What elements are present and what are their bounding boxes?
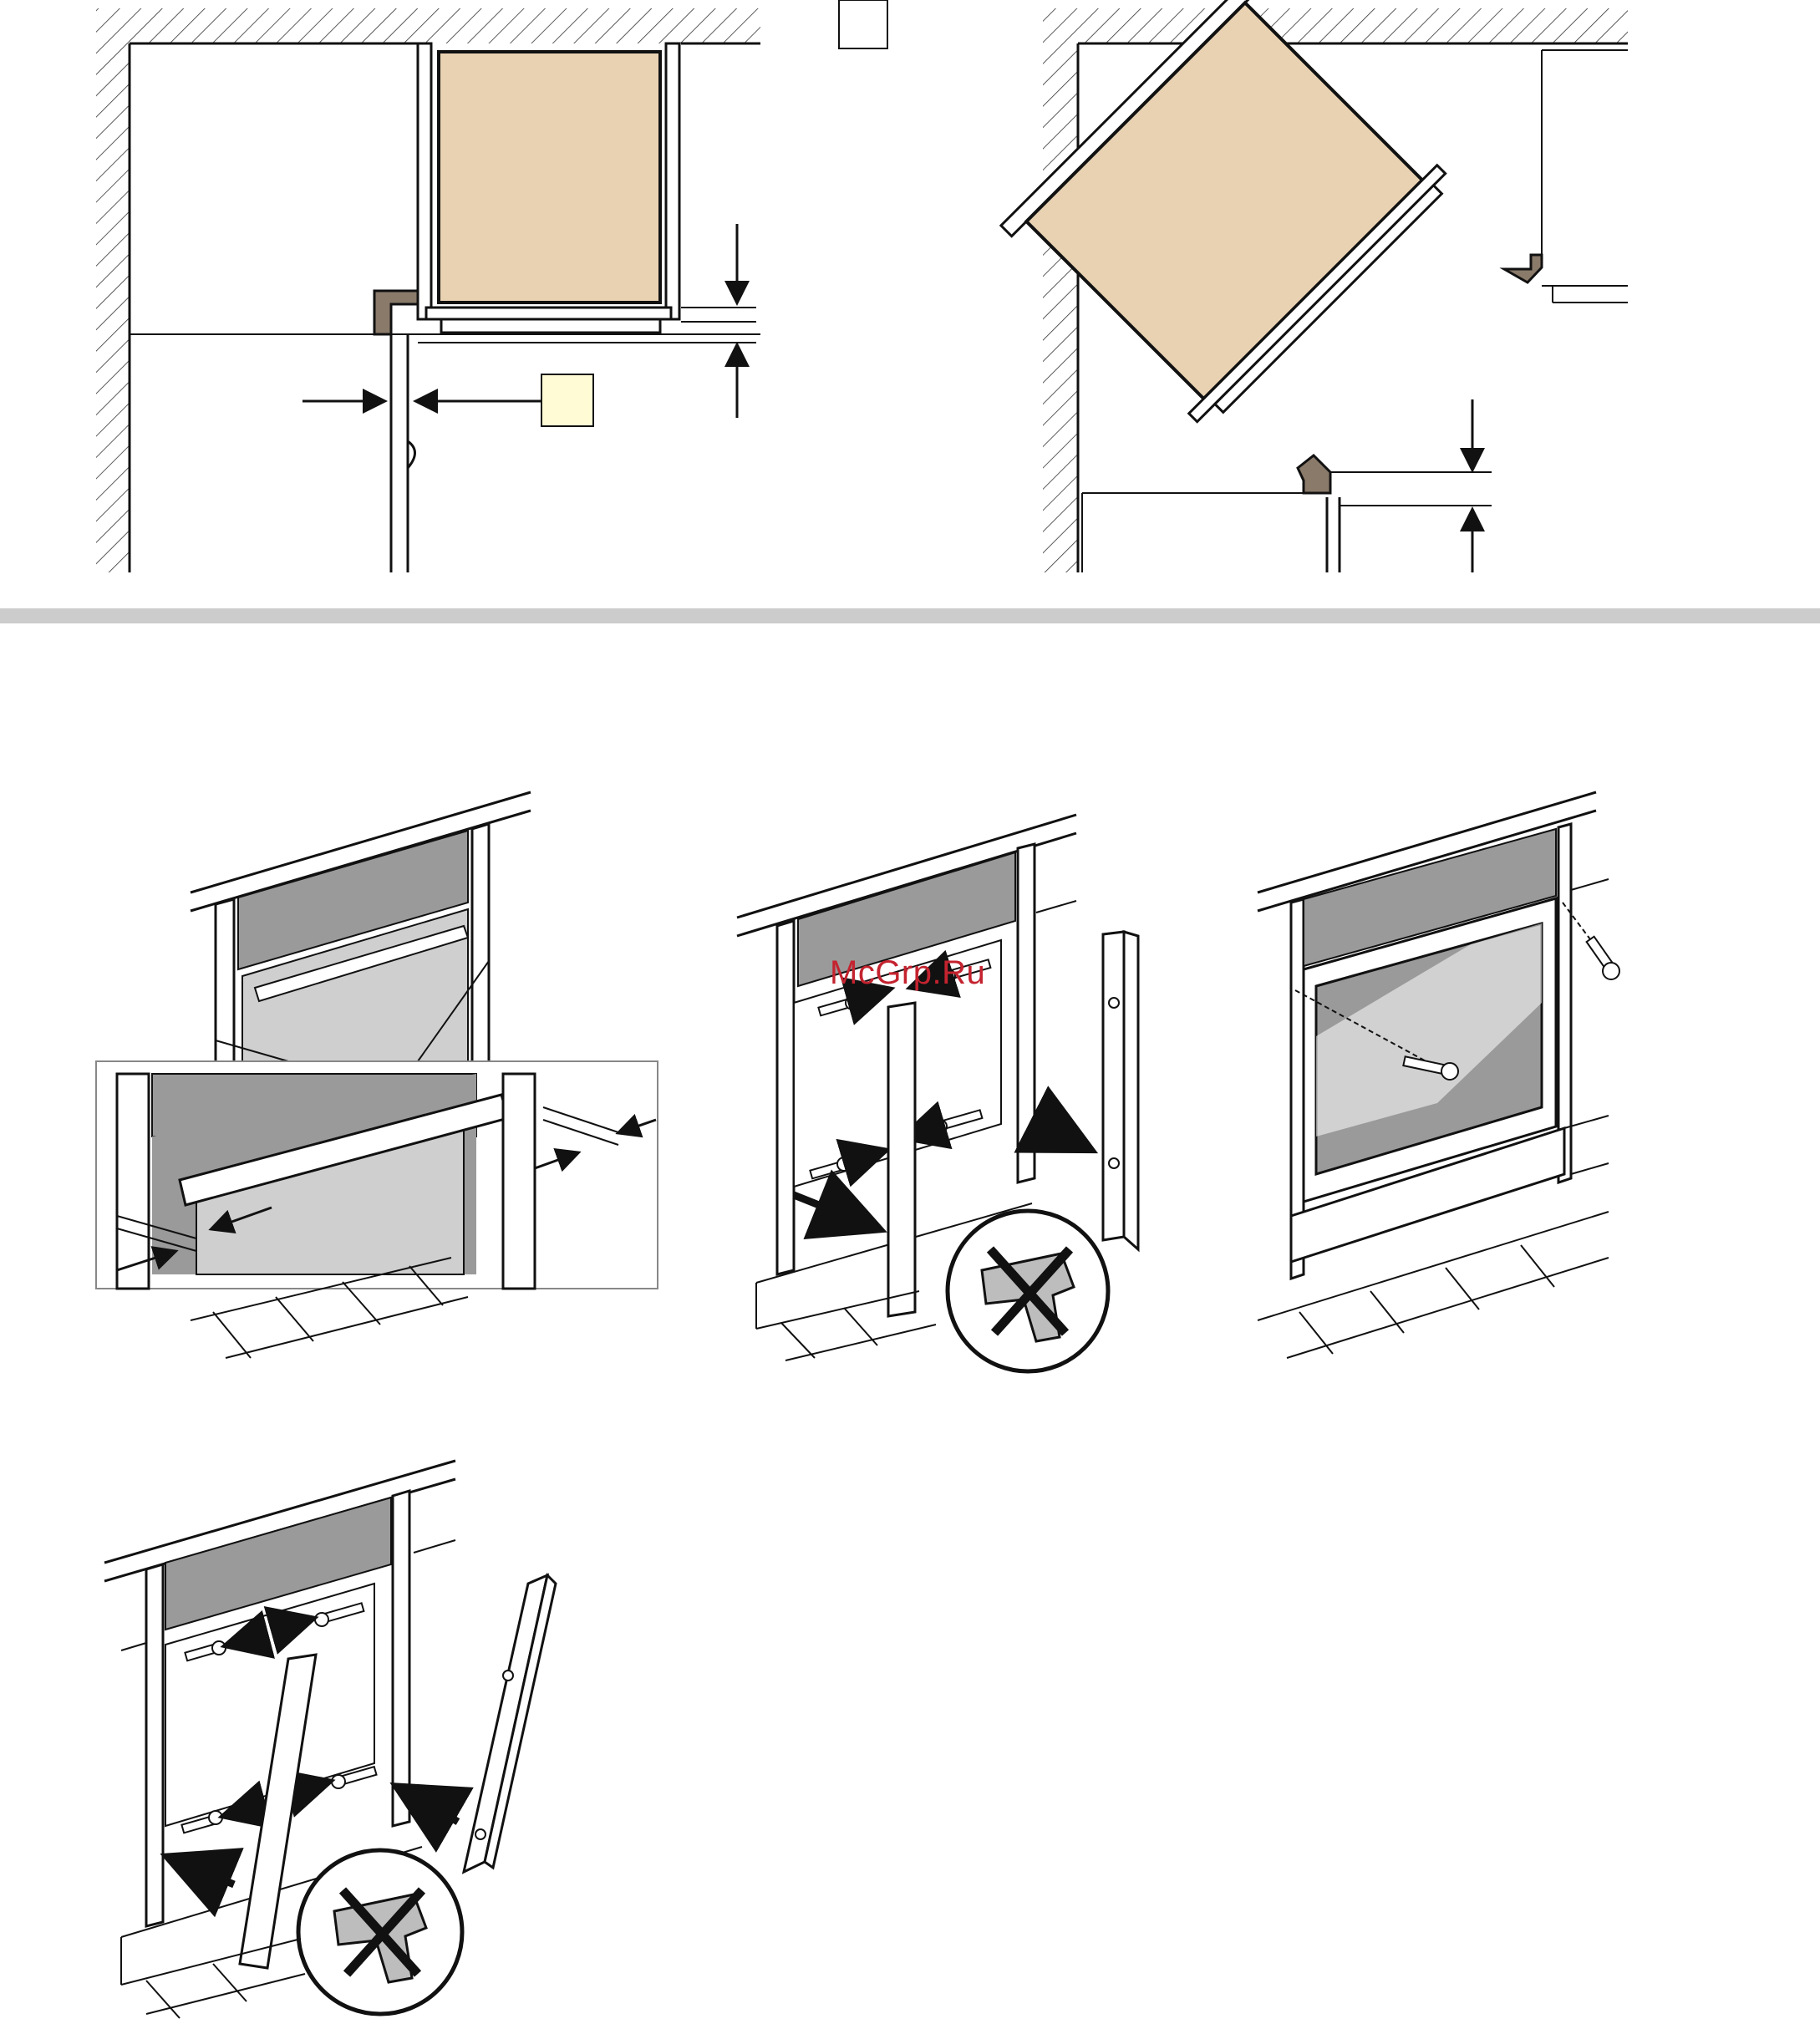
remove-side-trims	[737, 815, 1138, 1371]
floor-tiles-6	[121, 1939, 305, 2018]
frame-right-6	[393, 1491, 409, 1826]
trim-hole-6b	[475, 1829, 486, 1839]
trim-right-fitting	[464, 1575, 547, 1872]
trim-hole-2	[1109, 1158, 1119, 1168]
frame-right-4	[1018, 844, 1035, 1182]
watermark-text: McGrp.Ru	[830, 954, 985, 992]
wall-hatch-top-2	[1043, 8, 1628, 43]
wall-hatch-left	[96, 8, 130, 572]
trim-hole-1	[1109, 998, 1119, 1008]
push-arrow-right	[403, 1790, 458, 1822]
screw-arrow-6d	[227, 1809, 249, 1815]
trim-left-removed	[888, 1003, 915, 1316]
right-bracket	[1504, 255, 1542, 282]
frame-left-4	[777, 921, 794, 1274]
wall-hatch-left-2	[1043, 8, 1078, 572]
figure-number-box	[839, 0, 887, 48]
gap-label-box	[541, 374, 593, 426]
wall-line-6	[414, 1540, 455, 1553]
corner-plan-straight	[96, 0, 887, 572]
screw-oven-in-cabinet	[1258, 792, 1619, 1358]
appliance-body	[439, 52, 660, 303]
wall-line-4	[1036, 901, 1076, 913]
oven-gap-detail	[96, 792, 658, 1358]
no-drill-icon-2	[298, 1850, 462, 2014]
section-separator	[0, 608, 1820, 623]
appliance-front	[426, 308, 671, 319]
frame-left-6	[146, 1564, 163, 1926]
screw-5-right	[1587, 937, 1619, 979]
bottom-bracket	[1298, 455, 1330, 493]
cabinet-side-left	[418, 43, 431, 319]
corner-bracket	[374, 291, 418, 334]
appliance-door	[441, 319, 660, 333]
corner-plan-diagonal	[1001, 0, 1628, 572]
push-arrow-left	[174, 1859, 234, 1884]
wall-line-5b	[1571, 1163, 1609, 1174]
trim-right-flange	[1124, 932, 1138, 1249]
trim-hole-6a	[503, 1671, 513, 1681]
wall-line-6b	[121, 1643, 146, 1650]
rotated-appliance-body	[1026, 3, 1422, 399]
cabinet-side-right	[666, 43, 679, 319]
no-drill-icon	[948, 1211, 1108, 1371]
pull-arrow-left	[794, 1195, 873, 1227]
zoom-right-frame	[503, 1074, 535, 1289]
refit-side-trims	[104, 1461, 556, 2018]
zoom-left-frame	[117, 1074, 149, 1289]
wall-hatch-top	[96, 8, 760, 43]
cabinet-frame-right	[472, 824, 489, 1066]
trim-right-removed	[1103, 932, 1124, 1240]
pull-arrow-right	[1032, 1120, 1085, 1147]
wall-line-5	[1571, 879, 1609, 890]
